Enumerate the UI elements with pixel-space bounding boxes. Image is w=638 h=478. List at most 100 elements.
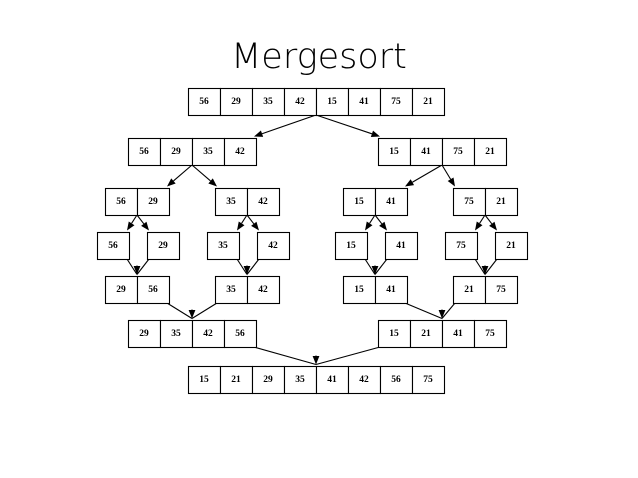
array-cell <box>473 319 508 349</box>
array-cell-value: 41 <box>421 147 431 157</box>
array-cell <box>379 87 414 117</box>
array-cell <box>411 87 446 117</box>
array-group: 35 <box>206 231 241 261</box>
merge-stem <box>484 258 498 275</box>
array-cell-value: 42 <box>258 285 268 295</box>
array-cell <box>96 231 131 261</box>
merge-stem <box>364 258 376 275</box>
split-arrow <box>254 114 317 137</box>
array-cell <box>444 231 479 261</box>
array-cell <box>127 137 162 167</box>
array-cell <box>283 87 318 117</box>
split-arrow <box>127 214 138 231</box>
merge-stem <box>441 302 456 319</box>
array-cell <box>409 137 444 167</box>
array-cell <box>473 137 508 167</box>
array-cell-value: 29 <box>231 97 241 107</box>
array-cell-value: 56 <box>391 375 401 385</box>
array-cell <box>379 365 414 395</box>
array-cell-value: 75 <box>453 147 463 157</box>
array-cell-value: 35 <box>171 329 181 339</box>
array-cell <box>374 187 409 217</box>
array-cell <box>159 137 194 167</box>
array-cell-value: 35 <box>295 375 305 385</box>
array-cell <box>256 231 291 261</box>
split-arrow <box>167 164 193 187</box>
array-cell <box>214 275 249 305</box>
array-cell-value: 15 <box>354 285 364 295</box>
merge-stem <box>315 346 381 366</box>
merge-stem <box>136 258 150 275</box>
array-cell <box>136 275 171 305</box>
array-cell <box>347 365 382 395</box>
array-cell <box>187 365 222 395</box>
array-cell-value: 41 <box>327 375 337 385</box>
array-cell <box>223 137 258 167</box>
array-cell <box>251 365 286 395</box>
split-arrow <box>191 164 217 187</box>
array-cell <box>374 275 409 305</box>
merge-stem <box>246 258 260 275</box>
array-cell <box>187 87 222 117</box>
array-cell <box>283 365 318 395</box>
merge-stem <box>404 302 443 320</box>
array-cell-value: 15 <box>327 97 337 107</box>
array-cell-value: 75 <box>496 285 506 295</box>
array-cell-value: 42 <box>203 329 213 339</box>
merge-stem <box>474 258 486 275</box>
array-cell <box>246 187 281 217</box>
array-cell-value: 75 <box>464 197 474 207</box>
array-cell-value: 21 <box>506 241 516 251</box>
split-arrow <box>374 214 387 231</box>
array-cell-value: 35 <box>218 241 228 251</box>
merge-arrow <box>243 265 251 275</box>
array-cell-value: 42 <box>295 97 305 107</box>
array-group: 21 <box>494 231 529 261</box>
merge-stem <box>126 258 138 275</box>
array-cell <box>206 231 241 261</box>
split-arrow <box>246 214 259 231</box>
array-cell-value: 21 <box>464 285 474 295</box>
array-cell <box>409 319 444 349</box>
array-cell-value: 41 <box>386 197 396 207</box>
array-cell-value: 29 <box>171 147 181 157</box>
array-group: 41 <box>384 231 419 261</box>
array-cell <box>342 275 377 305</box>
array-cell-value: 29 <box>139 329 149 339</box>
array-cell-value: 29 <box>116 285 126 295</box>
array-cell-value: 56 <box>108 241 118 251</box>
array-cell <box>377 137 412 167</box>
array-cell-value: 15 <box>389 329 399 339</box>
split-arrow <box>315 114 380 138</box>
array-cell <box>104 187 139 217</box>
array-cell <box>315 87 350 117</box>
merge-arrow <box>371 265 379 275</box>
merge-stem <box>191 302 218 319</box>
array-cell-value: 15 <box>354 197 364 207</box>
array-cell <box>219 365 254 395</box>
merge-arrow <box>133 265 141 275</box>
array-cell <box>494 231 529 261</box>
array-group: 21 75 <box>452 275 519 305</box>
array-cell-value: 29 <box>263 375 273 385</box>
merge-arrow <box>312 355 320 365</box>
array-group: 56 29 <box>104 187 171 217</box>
array-cell-value: 41 <box>453 329 463 339</box>
array-cell <box>219 87 254 117</box>
array-cell-value: 56 <box>199 97 209 107</box>
merge-stem <box>166 302 193 319</box>
array-cell-value: 21 <box>496 197 506 207</box>
array-cell <box>136 187 171 217</box>
array-cell-value: 75 <box>423 375 433 385</box>
array-cell-value: 35 <box>226 197 236 207</box>
array-cell-value: 29 <box>148 197 158 207</box>
array-cell-value: 56 <box>116 197 126 207</box>
